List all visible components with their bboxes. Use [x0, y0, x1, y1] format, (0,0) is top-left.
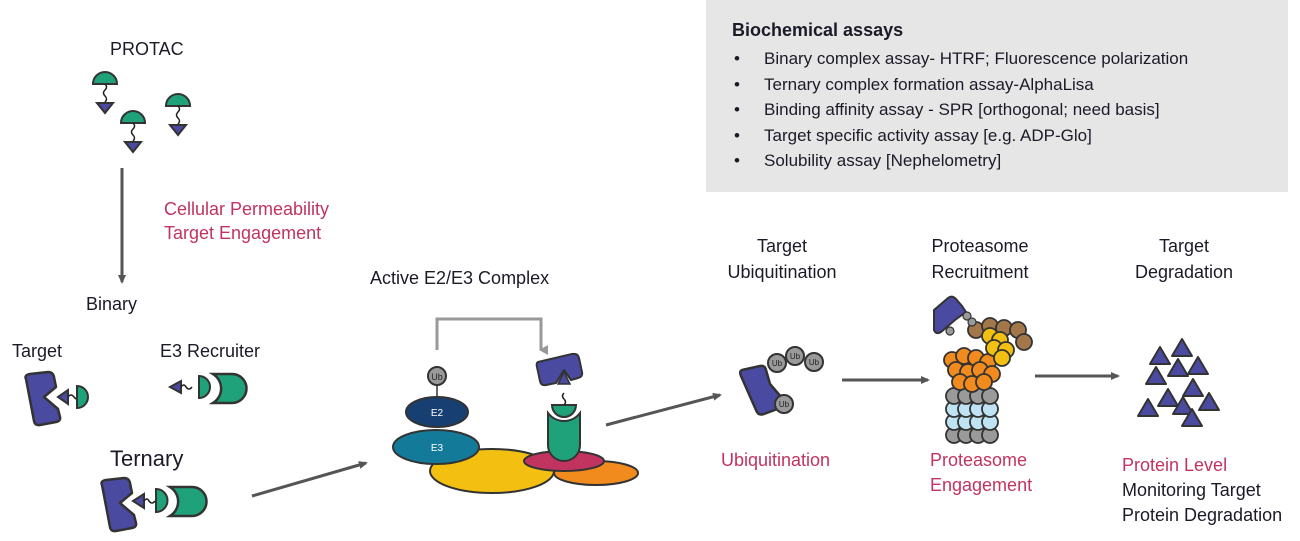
degraded-peptides-icon: [1137, 338, 1220, 427]
proteasome-icon: [933, 295, 1033, 444]
assay-panel-title: Biochemical assays: [732, 20, 904, 40]
e2-e3-complex-icon: [392, 317, 639, 494]
ubiquitination-readout: Ubiquitination: [721, 450, 831, 470]
proteasome-subunit: [1015, 333, 1033, 351]
ternary-complex-icon: [100, 476, 208, 533]
target-ubiquitination-title-2: Ubiquitination: [727, 262, 837, 282]
protac-molecule-icon: [120, 110, 146, 153]
ub-chain-bead: [967, 317, 977, 327]
proteasome-subunit: [975, 373, 993, 391]
assay-item: Binding affinity assay - SPR [orthogonal…: [732, 97, 1188, 123]
degradation-readout-3: Protein Degradation: [1122, 505, 1283, 525]
permeability-label-1: Cellular Permeability: [164, 199, 330, 219]
protac-label: PROTAC: [110, 39, 184, 59]
e2-label: E2: [431, 408, 444, 419]
protac-molecule-icon: [165, 93, 191, 136]
active-complex-label: Active E2/E3 Complex: [370, 268, 550, 288]
ub-label: Ub: [809, 358, 820, 367]
ternary-label: Ternary: [110, 446, 184, 471]
ub-chain-bead: [945, 326, 955, 336]
target-label: Target: [12, 341, 63, 361]
ub-label: Ub: [772, 359, 783, 368]
binary-target-icon: [24, 370, 89, 427]
assay-item: Solubility assay [Nephelometry]: [732, 148, 1188, 174]
ub-label: Ub: [431, 372, 443, 382]
proteasome-readout-2: Engagement: [930, 475, 1033, 495]
proteasome-recruitment-title-1: Proteasome: [931, 236, 1029, 256]
assay-item: Ternary complex formation assay-AlphaLis…: [732, 72, 1188, 98]
proteasome-readout-1: Proteasome: [930, 450, 1028, 470]
proteasome-recruitment-title-2: Recruitment: [931, 262, 1029, 282]
e3-recruiter-label: E3 Recruiter: [160, 341, 261, 361]
target-degradation-title-1: Target: [1158, 236, 1210, 256]
arrow-complex-to-ubiquitination: [605, 392, 722, 427]
degradation-readout-1: Protein Level: [1122, 455, 1228, 475]
permeability-label-2: Target Engagement: [164, 223, 322, 243]
assay-list: Binary complex assay- HTRF; Fluorescence…: [732, 46, 1188, 174]
ub-chain-bead: [962, 311, 972, 321]
ubiquitinated-target-icon: [738, 346, 824, 416]
degradation-readout-2: Monitoring Target: [1122, 480, 1261, 500]
binary-label: Binary: [86, 294, 138, 314]
protac-molecule-icon: [92, 71, 118, 114]
target-protein-icon: [933, 295, 968, 335]
proteasome-subunit: [993, 349, 1011, 367]
target-degradation-title-2: Degradation: [1134, 262, 1234, 282]
assay-item: Binary complex assay- HTRF; Fluorescence…: [732, 46, 1188, 72]
ub-label: Ub: [779, 400, 790, 409]
e3-label: E3: [431, 443, 444, 454]
target-ubiquitination-title-1: Target: [756, 236, 808, 256]
arrow-ternary-to-complex: [251, 461, 368, 498]
assay-item: Target specific activity assay [e.g. ADP…: [732, 123, 1188, 149]
binary-e3-recruiter-icon: [167, 372, 248, 405]
ub-label: Ub: [790, 352, 801, 361]
